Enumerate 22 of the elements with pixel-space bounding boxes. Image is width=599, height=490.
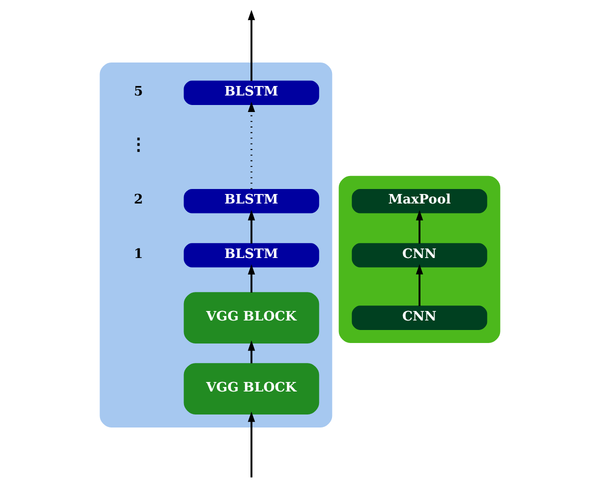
arrow — [247, 340, 255, 364]
arrow — [415, 210, 423, 244]
arrow — [247, 412, 255, 478]
node-box: VGG BLOCK — [183, 363, 319, 414]
node-box: CNN — [351, 243, 487, 268]
cluster — [338, 176, 500, 344]
node-box: VGG BLOCK — [183, 292, 319, 344]
node-box: BLSTM — [183, 188, 319, 214]
arrow — [247, 102, 255, 190]
node-box: MaxPool — [351, 188, 487, 214]
arrow — [247, 10, 255, 81]
node-label: 5 — [133, 84, 142, 100]
node-box: BLSTM — [183, 243, 319, 268]
node-label: 1 — [133, 246, 142, 262]
arrow — [415, 264, 423, 306]
arrow — [247, 264, 255, 293]
cluster — [99, 62, 332, 428]
node-label: 2 — [133, 192, 142, 208]
node-box: CNN — [351, 306, 487, 330]
label: ⋮ — [130, 134, 147, 154]
node-box: BLSTM — [183, 80, 319, 105]
arrow — [247, 210, 255, 244]
